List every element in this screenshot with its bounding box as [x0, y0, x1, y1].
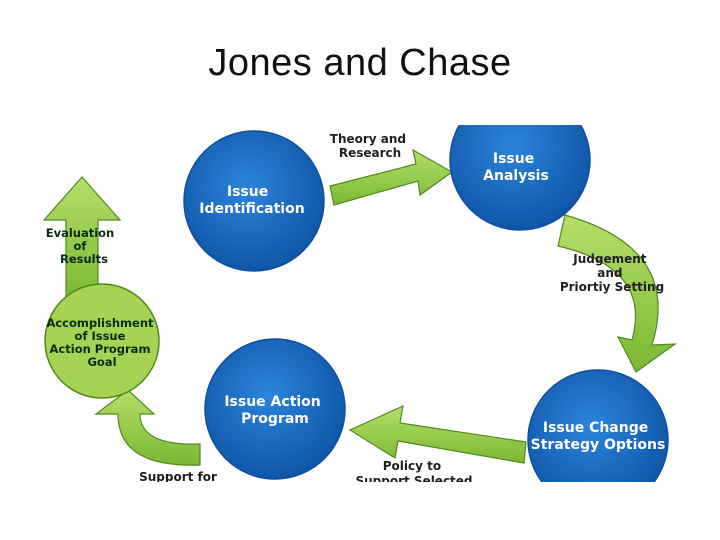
evaluation-line-2: of: [74, 239, 88, 253]
accomplishment-line-2: of Issue: [75, 329, 126, 343]
judgement-priority-arrow: [557, 214, 677, 373]
issue-change-strategy-line-1: Issue Change: [543, 420, 648, 436]
theory-research-arrow: [329, 148, 454, 206]
theory-research-line-1: Theory and: [330, 132, 406, 146]
issue-action-program-node: [204, 338, 346, 480]
evaluation-line-3: Results: [60, 252, 108, 266]
judgement-line-3: Priortiy Setting: [560, 280, 664, 294]
support-for-label: Support for: [139, 470, 217, 484]
policy-line-1: Policy to: [383, 459, 441, 473]
judgement-line-1: Judgement: [572, 252, 647, 266]
issue-analysis-line-2: Analysis: [483, 168, 549, 184]
theory-research-label: Theory and Research: [330, 132, 410, 160]
accomplishment-line-3: Action Program: [50, 342, 151, 356]
evaluation-results-label: Evaluation of Results: [46, 226, 119, 266]
policy-support-label: Policy to Support Selected: [355, 459, 472, 488]
issue-identification-line-1: Issue: [227, 184, 268, 200]
issue-change-strategy-line-2: Strategy Options: [531, 437, 666, 453]
issue-identification-label: Issue Identification: [199, 184, 304, 217]
issue-analysis-line-1: Issue: [493, 151, 534, 167]
slide-title: Jones and Chase: [208, 42, 512, 84]
accomplishment-line-4: Goal: [87, 355, 116, 369]
issue-analysis-label: Issue Analysis: [483, 151, 549, 184]
issue-identification-line-2: Identification: [199, 201, 304, 217]
theory-research-line-2: Research: [339, 146, 401, 160]
issue-action-program-line-2: Program: [241, 411, 309, 427]
support-for-line-1: Support for: [139, 470, 217, 484]
policy-support-arrow: [348, 404, 527, 464]
accomplishment-node: [44, 283, 160, 399]
issue-identification-node: [183, 130, 325, 272]
judgement-line-2: and: [597, 266, 622, 280]
accomplishment-line-1: Accomplishment: [46, 316, 154, 330]
issue-change-strategy-label: Issue Change Strategy Options: [531, 420, 666, 453]
issue-analysis-node: [449, 125, 591, 231]
accomplishment-label: Accomplishment of Issue Action Program G…: [46, 316, 157, 369]
issue-action-program-line-1: Issue Action: [224, 394, 320, 410]
issue-action-program-label: Issue Action Program: [224, 394, 325, 427]
policy-line-2: Support Selected: [355, 474, 472, 488]
evaluation-line-1: Evaluation: [46, 226, 115, 240]
issue-change-strategy-node: [527, 369, 669, 482]
support-for-arrow: [94, 389, 201, 466]
judgement-priority-label: Judgement and Priortiy Setting: [560, 252, 664, 294]
